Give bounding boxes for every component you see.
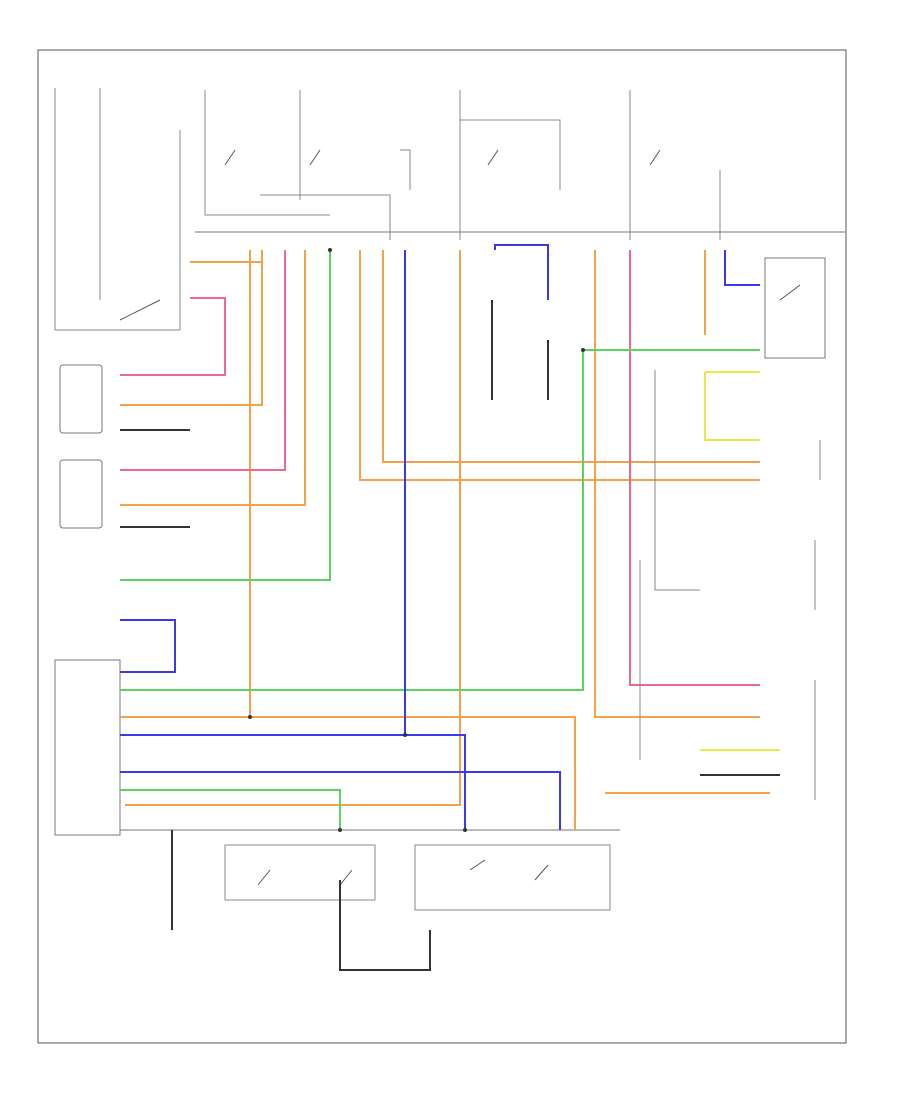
- diagram-border: [37, 49, 847, 1044]
- connector-module-left: [54, 659, 121, 836]
- headlamp-right: [59, 459, 103, 529]
- green-wires: [120, 250, 760, 830]
- black-wires: [120, 300, 780, 971]
- bottom-switch-box-b: [414, 844, 611, 911]
- top-fuse-panel: [54, 88, 845, 331]
- switch-symbols: [119, 149, 801, 886]
- blue-wires: [120, 244, 760, 830]
- pink-wires: [120, 250, 760, 686]
- bottom-switch-box-a: [224, 844, 376, 901]
- right-side-lines: [639, 370, 821, 800]
- headlamp-left: [59, 364, 103, 434]
- relay-box-right: [764, 257, 826, 359]
- yellow-wires: [700, 371, 780, 751]
- orange-wires: [120, 250, 770, 830]
- splice-dots: [248, 248, 585, 832]
